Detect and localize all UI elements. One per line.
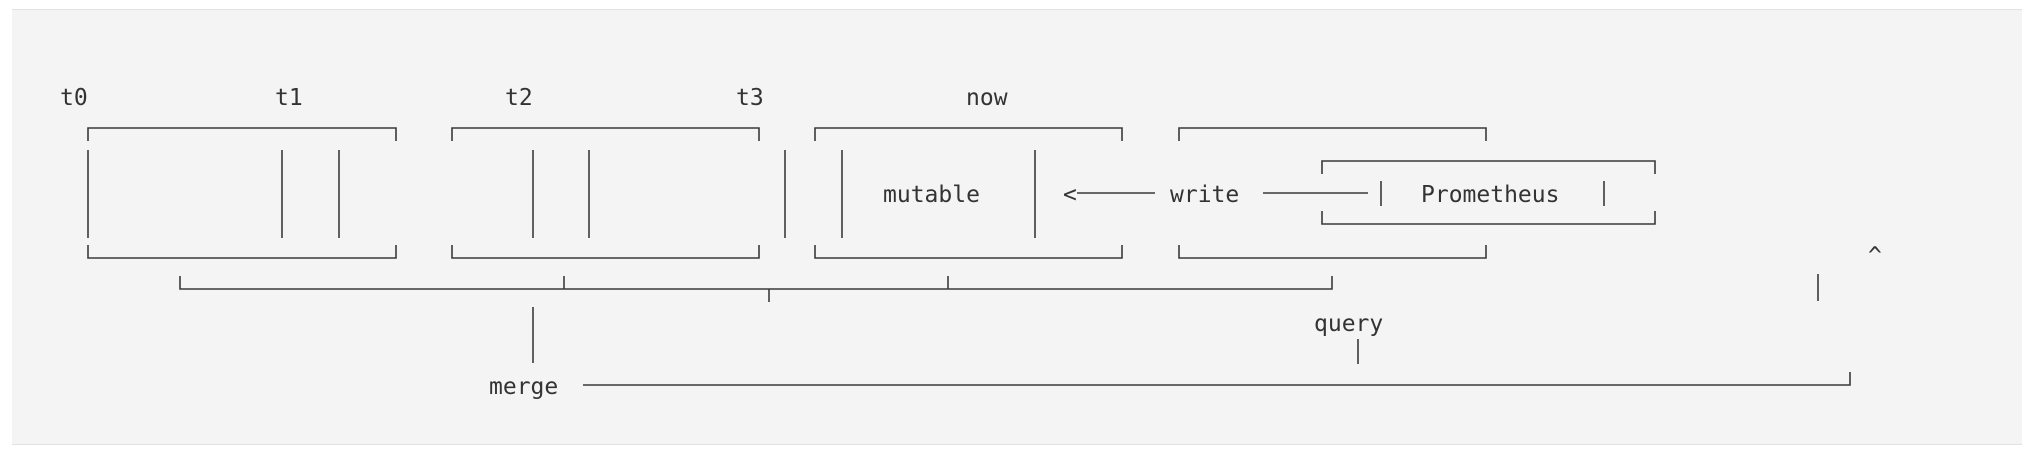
write-arrowhead: <: [1063, 182, 1077, 208]
label-t0: t0: [60, 85, 88, 111]
block-mutable: [814, 127, 1123, 259]
block-t2-t3: [451, 127, 760, 259]
diagram-panel: [12, 9, 2022, 445]
label-prometheus: Prometheus: [1421, 182, 1560, 208]
query-bracket: [179, 276, 1333, 302]
label-t1: t1: [275, 85, 303, 111]
merge-line: [583, 372, 1851, 386]
block-t0-t1: [87, 127, 397, 259]
label-t3: t3: [736, 85, 764, 111]
prometheus-box: [1321, 160, 1656, 225]
label-mutable: mutable: [883, 182, 980, 208]
label-merge: merge: [489, 374, 559, 400]
write-box: [1178, 127, 1487, 259]
caret-up-icon: ^: [1868, 243, 1882, 269]
label-write: write: [1170, 182, 1240, 208]
label-now: now: [966, 85, 1008, 111]
label-t2: t2: [505, 85, 533, 111]
label-query: query: [1314, 311, 1384, 337]
